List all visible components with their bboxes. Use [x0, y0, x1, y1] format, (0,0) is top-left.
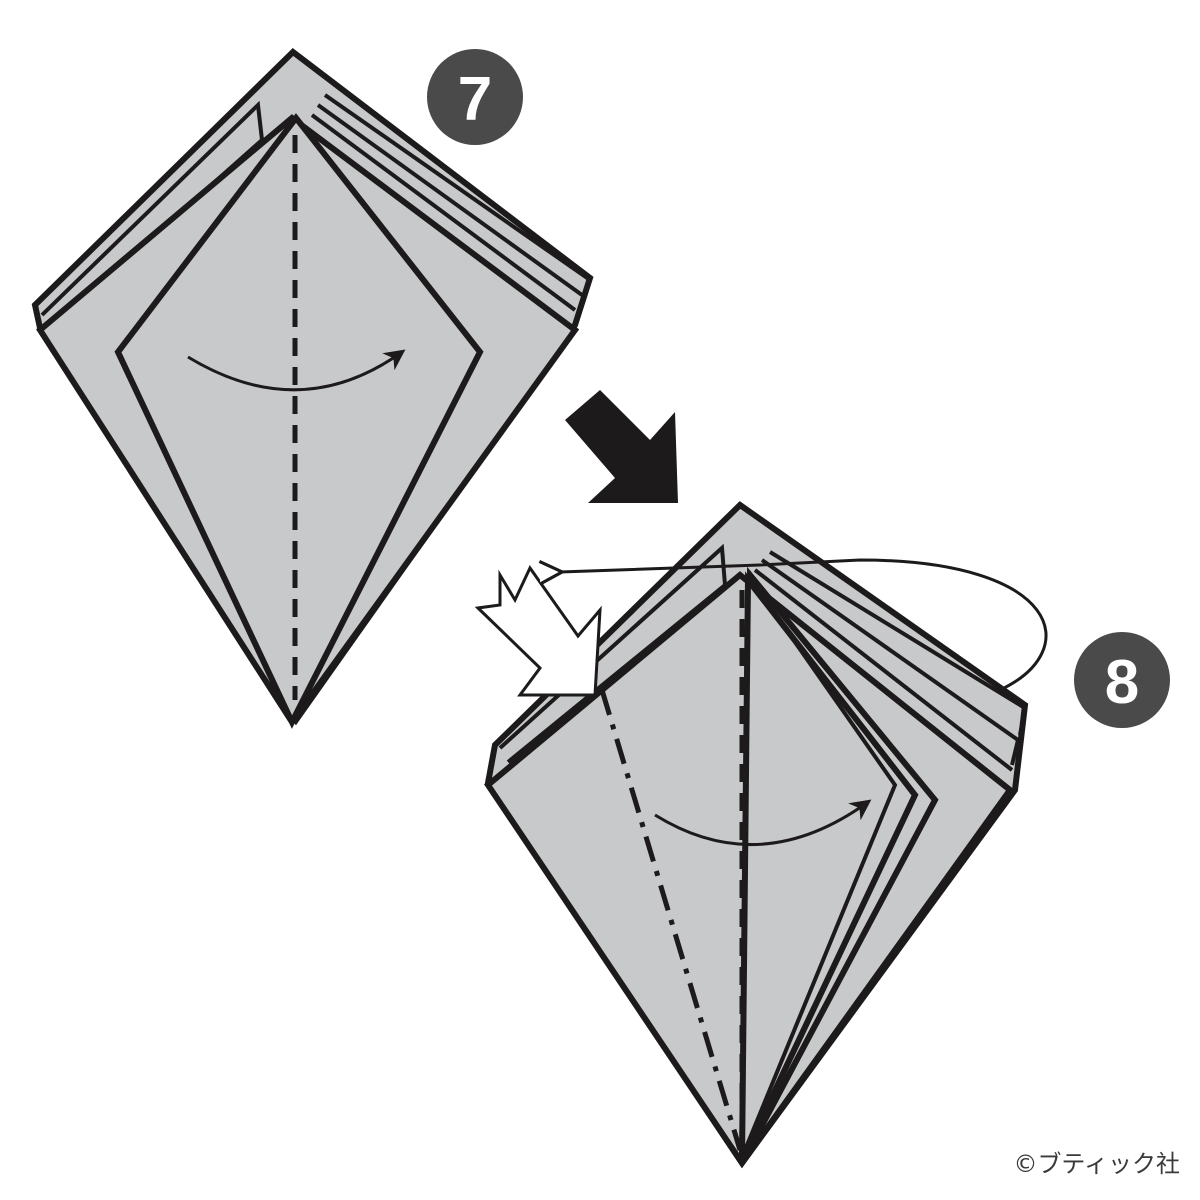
copyright-credit: ©ブティック社: [1013, 1150, 1180, 1178]
curved-fold-arrow-icon: [187, 349, 406, 392]
right-flap-inner: [739, 571, 919, 1162]
step-7-badge: 7: [427, 49, 523, 145]
return-loop-arrow-icon: [560, 558, 1048, 692]
right-layer-edge-1: [768, 550, 1028, 736]
step-7-figure: [31, 48, 594, 729]
white-open-arrow-icon: [474, 565, 602, 697]
right-layer-edge-3: [753, 568, 1014, 772]
step-8-badge: 8: [1074, 632, 1170, 728]
curved-fold-arrow-icon: [654, 799, 872, 847]
step-8-number: 8: [1105, 648, 1139, 717]
right-layer-edge-3: [310, 113, 577, 312]
step-7-number: 7: [458, 65, 492, 134]
black-diagonal-arrow-icon: [565, 390, 678, 503]
right-layer-edge-1: [323, 93, 592, 282]
inner-kite: [114, 113, 484, 729]
right-layer-edge-2: [760, 558, 1021, 766]
mountain-fold-line: [599, 689, 743, 1151]
right-layer-edge-2: [316, 103, 584, 297]
right-flap-crease: [743, 583, 898, 1151]
step-8-figure: [474, 501, 1048, 1169]
